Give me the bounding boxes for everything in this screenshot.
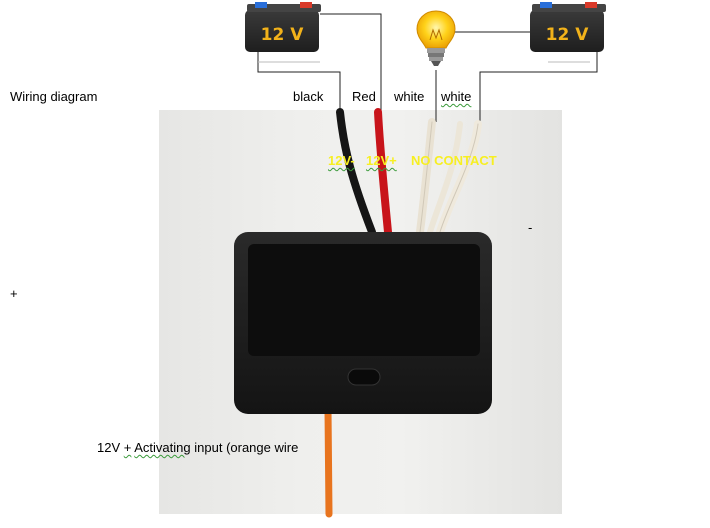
wires [324, 108, 482, 518]
wire-label-black: black [293, 89, 324, 104]
input-label-activating: Activating [134, 440, 191, 455]
terminal-label-plus-text: 12V+ [366, 153, 397, 168]
terminal-label-minus: 12V- [328, 153, 355, 168]
side-mark-plus: + [10, 286, 18, 301]
battery-1-label: 12 V [261, 25, 305, 45]
terminal-label-minus-text: 12V- [328, 153, 355, 168]
terminal-label-no-contact: NO CONTACT [411, 153, 497, 168]
wire-label-white-1: white [394, 89, 425, 104]
terminal-label-plus: 12V+ [366, 153, 397, 168]
battery-2-label: 12 V [546, 25, 590, 45]
input-label: 12V + Activating input (orange wire [97, 440, 298, 455]
light-bulb-icon [416, 10, 456, 66]
wire-label-white-2-text: white [441, 89, 472, 104]
wire-label-white-2: white [441, 89, 471, 104]
battery-icon [245, 2, 321, 63]
input-label-rest: input (orange wire [194, 440, 299, 455]
input-label-prefix: 12V [97, 440, 121, 455]
wire-label-red: Red [352, 89, 376, 104]
input-label-plus: + [123, 440, 132, 455]
battery-icon [530, 2, 606, 63]
device-box [234, 232, 492, 414]
diagram-title: Wiring diagram [10, 89, 98, 104]
side-mark-minus: - [528, 220, 533, 235]
